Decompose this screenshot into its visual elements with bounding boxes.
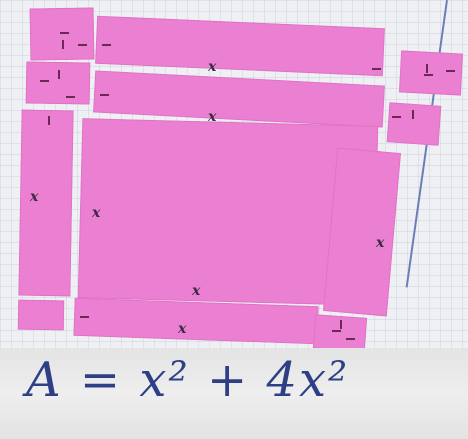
- label-top-strip: x: [208, 60, 216, 74]
- label-right-strip: x: [376, 236, 384, 250]
- label-left-strip: x: [30, 190, 38, 204]
- tile-left-square-2: [26, 61, 91, 104]
- tick-mark: [426, 64, 428, 73]
- tick-mark: [40, 80, 49, 82]
- area-formula: A = x² + 4x²: [26, 356, 349, 404]
- tick-mark: [392, 116, 401, 118]
- tick-mark: [60, 32, 69, 34]
- tile-right-strip: [323, 148, 401, 317]
- tick-mark: [346, 338, 355, 340]
- tick-mark: [412, 110, 414, 119]
- tile-left-strip: [18, 110, 73, 297]
- tick-mark: [48, 116, 50, 125]
- tile-top-strip: [95, 16, 385, 77]
- tick-mark: [62, 40, 64, 49]
- tick-mark: [424, 74, 433, 76]
- tick-mark: [100, 94, 109, 96]
- tick-mark: [66, 96, 75, 98]
- label-center-bottom: x: [192, 284, 200, 298]
- tick-mark: [58, 70, 60, 79]
- tile-right-square-2: [387, 102, 442, 146]
- tick-mark: [102, 44, 111, 46]
- tile-bottom-left-square: [18, 300, 65, 331]
- tile-top-left-square: [30, 7, 95, 60]
- tick-mark: [340, 320, 342, 329]
- label-bottom-strip: x: [178, 322, 186, 336]
- tick-mark: [332, 330, 341, 332]
- tick-mark: [80, 316, 89, 318]
- tick-mark: [446, 70, 455, 72]
- photo-of-paper-tiles: x x x x x x x: [0, 0, 468, 348]
- label-center-left: x: [92, 206, 100, 220]
- tile-top-right-square: [399, 50, 463, 95]
- tick-mark: [78, 44, 87, 46]
- tile-bottom-strip: [73, 298, 318, 344]
- tick-mark: [372, 68, 381, 70]
